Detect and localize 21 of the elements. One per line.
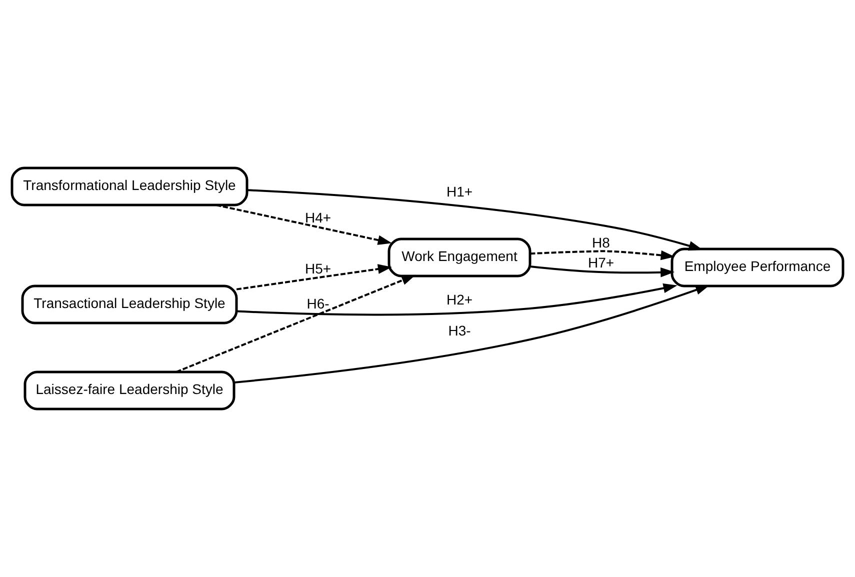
edge-label: H6- <box>306 296 330 312</box>
edge-label: H2+ <box>446 292 473 308</box>
node-box: Transactional Leadership Style <box>21 284 238 324</box>
arrow <box>236 283 678 316</box>
edge-label: H1+ <box>446 184 473 200</box>
edge-label: H3- <box>448 322 471 339</box>
edge-label: H4+ <box>304 210 332 226</box>
edge-label: H5+ <box>304 260 332 277</box>
edge-label: H7+ <box>588 254 614 271</box>
arrow <box>216 204 392 245</box>
arrow <box>176 274 416 373</box>
node-box: Laissez-faire Leadership Style <box>24 370 236 410</box>
node-box: Transformational Leadership Style <box>10 166 248 206</box>
arrow <box>530 250 675 260</box>
arrow <box>234 285 710 384</box>
arrow <box>530 266 675 278</box>
edge-label: H8 <box>592 234 610 251</box>
arrow <box>236 264 392 290</box>
node-box: Employee Performance <box>670 248 844 288</box>
arrow <box>247 189 703 251</box>
node-box: Work Engagement <box>388 238 532 278</box>
